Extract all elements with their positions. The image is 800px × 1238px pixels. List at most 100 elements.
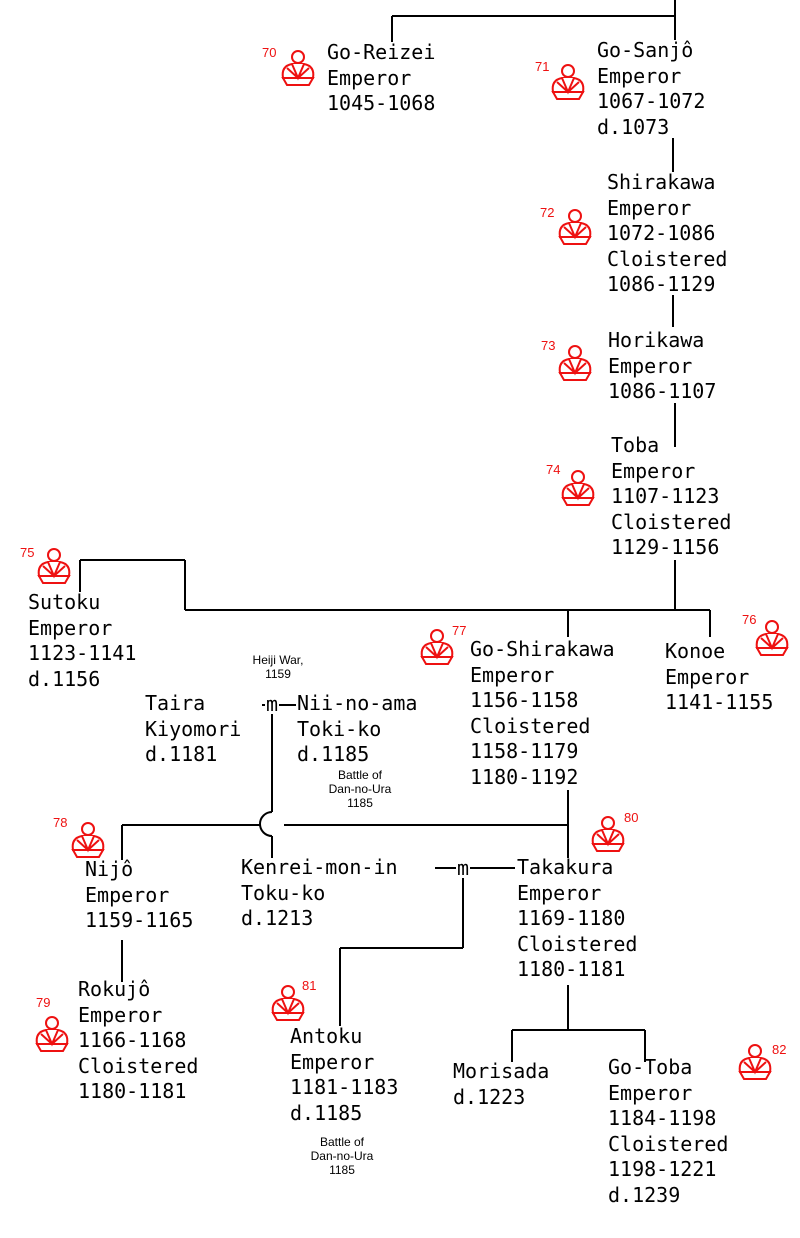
- chrysanthemum-crown-icon: [555, 207, 595, 247]
- reign-number: 82: [772, 1042, 787, 1057]
- person-name: Go-Reizei: [327, 40, 436, 64]
- reign-number: 75: [20, 545, 35, 560]
- person-detail: d.1181: [145, 742, 218, 767]
- person-detail: d.1073: [597, 114, 670, 139]
- person-detail: Emperor: [290, 1049, 375, 1074]
- person-detail: 1159-1165: [85, 908, 194, 933]
- person-detail: Emperor: [608, 353, 693, 378]
- person-detail: 1180-1181: [78, 1079, 187, 1104]
- person-detail: d.1156: [28, 666, 101, 691]
- person-detail: 1158-1179: [470, 739, 579, 764]
- person-detail: d.1213: [241, 906, 314, 931]
- person-name: Sutoku: [28, 590, 101, 614]
- person-detail: 1180-1192: [470, 764, 579, 789]
- person-detail: 1198-1221: [608, 1157, 717, 1182]
- reign-number: 71: [535, 59, 550, 74]
- person-detail: 1045-1068: [327, 91, 436, 116]
- chrysanthemum-crown-icon: [268, 983, 308, 1023]
- person-detail: Emperor: [327, 65, 412, 90]
- person-detail: Emperor: [517, 880, 602, 905]
- person-name: Konoe: [665, 639, 726, 663]
- chrysanthemum-crown-icon: [417, 627, 457, 667]
- chrysanthemum-crown-icon: [278, 48, 318, 88]
- person-detail: 1156-1158: [470, 688, 579, 713]
- reign-number: 78: [53, 815, 68, 830]
- event-note-line: 1185: [329, 1163, 355, 1177]
- person-detail: 1086-1107: [608, 379, 717, 404]
- person-name: Go-Toba: [608, 1055, 693, 1079]
- person-name: Morisada: [453, 1059, 550, 1083]
- person-name: Antoku: [290, 1024, 363, 1048]
- reign-number: 72: [540, 205, 555, 220]
- reign-number: 80: [624, 810, 639, 825]
- person-name: Toba: [611, 433, 660, 457]
- reign-number: 70: [262, 45, 277, 60]
- person-detail: Emperor: [28, 615, 113, 640]
- person-detail: 1141-1155: [665, 690, 774, 715]
- marriage-mark-kiyomori: m: [265, 692, 280, 716]
- person-detail: 1181-1183: [290, 1075, 399, 1100]
- reign-number: 76: [742, 612, 757, 627]
- event-note-line: 1159: [265, 667, 291, 681]
- reign-number: 79: [36, 995, 51, 1010]
- person-detail: d.1239: [608, 1182, 681, 1207]
- person-detail: Cloistered: [608, 1131, 729, 1156]
- person-detail: 1129-1156: [611, 535, 720, 560]
- reign-number: 81: [302, 978, 317, 993]
- person-name: Taira: [145, 691, 206, 715]
- person-detail: Cloistered: [470, 713, 591, 738]
- person-detail: 1184-1198: [608, 1106, 717, 1131]
- event-note-line: Battle of: [337, 768, 383, 782]
- chrysanthemum-crown-icon: [588, 814, 628, 854]
- reign-number: 77: [452, 623, 467, 638]
- person-name: Go-Sanjô: [597, 38, 694, 62]
- chrysanthemum-crown-icon: [558, 468, 598, 508]
- person-detail: Cloistered: [611, 509, 732, 534]
- person-name: Takakura: [517, 855, 614, 879]
- person-detail: 1123-1141: [28, 641, 137, 666]
- reign-number: 73: [541, 338, 556, 353]
- person-name: Kenrei-mon-in: [241, 855, 398, 879]
- person-detail: Emperor: [78, 1002, 163, 1027]
- person-detail: d.1185: [290, 1100, 363, 1125]
- chrysanthemum-crown-icon: [548, 62, 588, 102]
- person-detail: Toki-ko: [297, 716, 382, 741]
- event-note-line: Dan-no-Ura: [310, 1149, 374, 1163]
- person-name: Horikawa: [608, 328, 705, 352]
- event-note-heiji-war: Heiji War,1159: [228, 653, 328, 681]
- person-name: Nii-no-ama: [297, 691, 418, 715]
- person-detail: d.1223: [453, 1084, 526, 1109]
- person-detail: d.1185: [297, 742, 370, 767]
- person-name: Go-Shirakawa: [470, 637, 615, 661]
- person-detail: Emperor: [85, 882, 170, 907]
- event-note-line: Heiji War,: [252, 653, 304, 667]
- event-note-line: Dan-no-Ura: [328, 782, 392, 796]
- chrysanthemum-crown-icon: [68, 820, 108, 860]
- event-note-line: Battle of: [319, 1135, 365, 1149]
- chrysanthemum-crown-icon: [555, 343, 595, 383]
- person-detail: 1072-1086: [607, 221, 716, 246]
- event-note-line: 1185: [347, 796, 373, 810]
- person-detail: 1169-1180: [517, 906, 626, 931]
- person-detail: 1180-1181: [517, 957, 626, 982]
- person-detail: Emperor: [611, 458, 696, 483]
- chrysanthemum-crown-icon: [752, 618, 792, 658]
- chrysanthemum-crown-icon: [735, 1042, 775, 1082]
